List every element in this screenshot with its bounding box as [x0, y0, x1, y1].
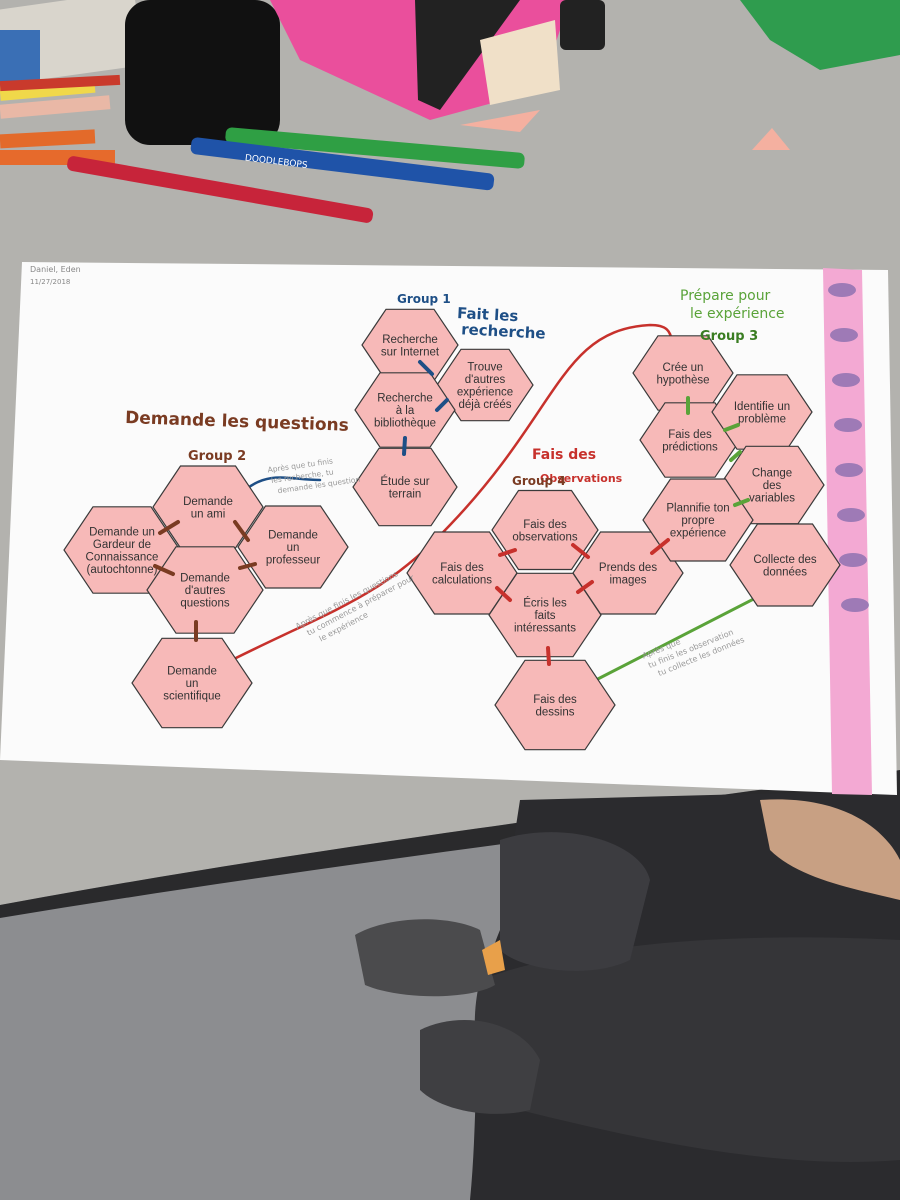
group3-label: Group 3 [700, 329, 758, 344]
link-marks [153, 360, 750, 666]
hexagon-professeur [237, 505, 349, 589]
hexagon-predictions [639, 402, 741, 478]
desk-supplies: DOODLEBOPS [0, 0, 900, 223]
group-titles: Group 1 Fait les recherche Demande les q… [125, 288, 785, 488]
poster-date: 11/27/2018 [30, 278, 70, 286]
red-marker [67, 156, 374, 223]
hexagon-faits [488, 572, 602, 658]
decorative-border [823, 268, 872, 795]
sneaker-2 [420, 1020, 540, 1114]
hexagon-scientifique [131, 637, 253, 729]
student-names: Daniel, Eden [30, 265, 81, 274]
group4-title: Fais des Observations [532, 447, 623, 485]
hexagon-plannifie [642, 478, 754, 562]
blue-marker [190, 137, 495, 191]
green-folder [740, 0, 900, 70]
green-marker [225, 127, 525, 169]
hexagon-autres-questions [146, 546, 264, 634]
group2-label: Group 2 [188, 449, 246, 464]
student-legs [355, 790, 900, 1200]
blue-connector [243, 476, 322, 492]
group3-title: Prépare pour le expérience [680, 288, 785, 322]
hexagon-observations [491, 489, 599, 571]
group1-label: Group 1 [397, 292, 451, 306]
group1-title: Fait les recherche [456, 304, 547, 343]
sneaker [355, 919, 495, 997]
hexagon-etude [352, 447, 458, 527]
hexagon-dessins [494, 659, 616, 751]
hand [760, 799, 900, 900]
group4-label: Group 4 [512, 474, 566, 488]
hexagon-collecte [729, 523, 841, 607]
green-arrow-line [588, 586, 777, 685]
red-arrow-line [220, 323, 682, 667]
